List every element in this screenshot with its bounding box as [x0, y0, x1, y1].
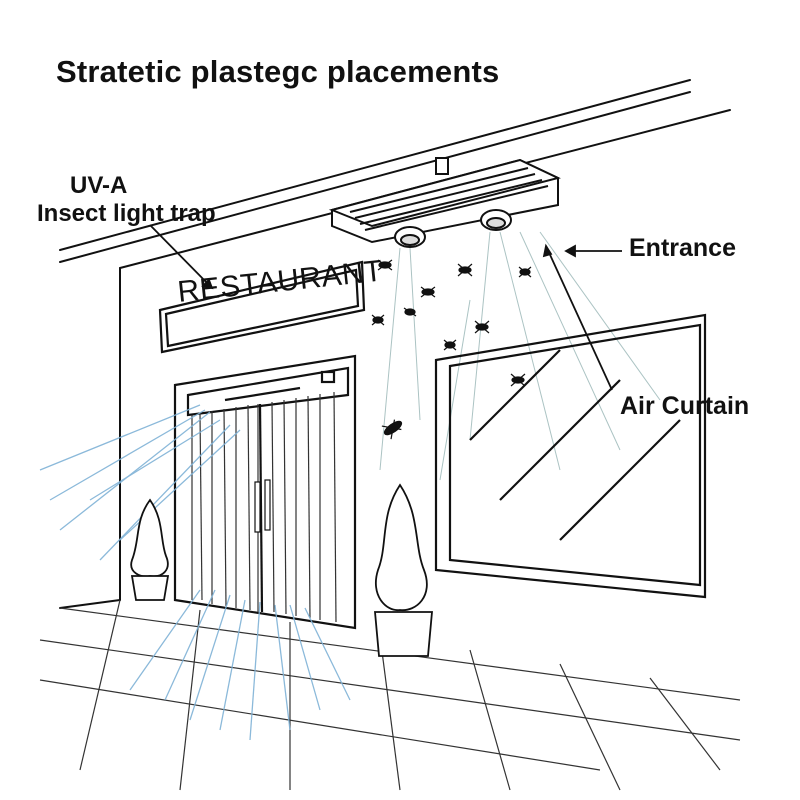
diagram-title: Stratetic plastegc placements: [56, 54, 500, 89]
uva-label-line2: Insect light trap: [37, 200, 216, 227]
insects: [371, 259, 532, 440]
uva-label-line1: UV-A: [70, 172, 128, 199]
strip-curtain: [191, 391, 337, 623]
wall-lines: [59, 267, 121, 609]
restaurant-sign-board: [158, 260, 366, 354]
light-trap-unit: [328, 157, 561, 248]
air-curtain-label: Air Curtain: [620, 392, 750, 420]
plant-left: [130, 498, 170, 601]
air-flow-lines: [39, 404, 351, 741]
side-window: [434, 313, 707, 599]
plant-right: [374, 483, 433, 657]
door-frame: [173, 354, 357, 630]
uv-light-rays: [379, 231, 661, 481]
pointer-arrows: [149, 224, 622, 391]
entrance-label: Entrance: [629, 234, 736, 262]
